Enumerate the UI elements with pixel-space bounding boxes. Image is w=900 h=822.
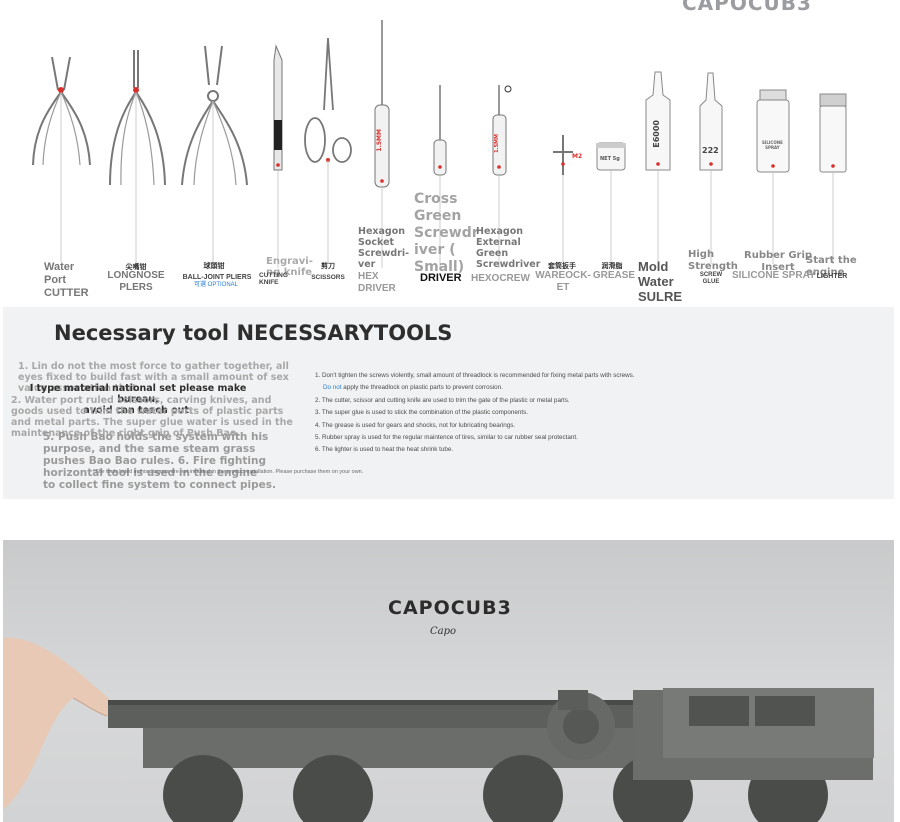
- spray-overlay: Rubber Grip Insert: [744, 250, 813, 273]
- hexo-driver-image: [492, 85, 512, 176]
- leader-lines: [60, 92, 834, 268]
- hex-overlay: Hexagon Socket Screwdri- ver: [358, 226, 410, 270]
- notes-list: 1. Don't tighten the screws violently, s…: [315, 370, 735, 457]
- ball-joint-optional-caption: 可選 OPTIONAL: [193, 282, 238, 288]
- tools-panel: CAPOCUB3: [0, 0, 900, 305]
- grease-cn-caption: 润滑脂: [601, 263, 623, 270]
- scissors-image: [304, 37, 352, 163]
- socket-wrench-image: [553, 135, 573, 175]
- product-hero-panel: CAPOCUB3 Capo: [3, 540, 894, 822]
- notes-title: Necessary tool NECESSARYTOOLS: [54, 321, 453, 345]
- note-item: 2. The cutter, scissor and cutting knife…: [315, 396, 570, 404]
- e6000-glue-image: [645, 71, 671, 171]
- label-ball-joint: BALL-JOINT PLIERS: [182, 274, 252, 281]
- hexo-driver-marking: 1.5MM: [494, 134, 500, 153]
- hex-driver-marking: 1.5MM: [376, 129, 383, 152]
- ball-joint-pliers-image: [181, 45, 248, 186]
- hexo-overlay: Hexagon External Green Screwdriver: [476, 226, 541, 270]
- note-item: 5. Rubber spray is used for the regular …: [315, 434, 578, 442]
- note-item: 3. The super glue is used to stick the c…: [315, 409, 529, 417]
- label-glue: Mold Water SULRE: [638, 259, 683, 304]
- lighter-overlay: Start the engine: [806, 255, 857, 278]
- notes-disclaimer: *The tools listed in this diagram are no…: [93, 469, 364, 475]
- hand-image: [3, 637, 118, 810]
- ball-joint-cn-caption: 球頭钳: [203, 263, 225, 270]
- grease-marking: NET 5g: [600, 156, 620, 162]
- label-scissors: SCISSORS: [311, 274, 345, 281]
- notes-overlay-3: 5. Push Bao holds the system with his pu…: [43, 431, 276, 491]
- knife-overlay: Engravi- ng knife: [266, 256, 313, 278]
- hex-driver-image: [374, 20, 390, 188]
- wrench-marking: M2: [572, 153, 583, 160]
- lighter-image: [819, 93, 847, 173]
- product-sub-logo: Capo: [430, 626, 457, 637]
- label-grease: GREASE: [592, 270, 636, 281]
- label-hex: HEX DRIVER: [358, 271, 396, 294]
- product-photo: [3, 637, 874, 822]
- screw-glue-overlay: High Strength: [688, 249, 738, 272]
- spray-marking: SILICONE SPRAY: [762, 140, 783, 150]
- cross-overlay: Cross Green Screwdr iver ( Small): [414, 191, 479, 275]
- notes-overlay-1: 1. Lin do not the most force to gather t…: [18, 361, 289, 394]
- label-knife: CUTTING KNIFE: [259, 272, 288, 286]
- note-item: Do not apply the threadlock on plastic p…: [323, 384, 503, 392]
- note-item: 6. The lighter is used to heat the heat …: [315, 446, 454, 454]
- product-brand-logo: CAPOCUB3: [388, 597, 512, 619]
- wrench-cn-caption: 套筒扳手: [548, 263, 576, 270]
- notes-panel: Necessary tool NECESSARYTOOLS 1. Lin do …: [3, 307, 894, 499]
- label-spray: SILICONE SPRAY: [732, 270, 816, 281]
- truck-chassis-image: [108, 700, 828, 822]
- longnose-pliers-image: [109, 50, 166, 186]
- note-item: 1. Don't tighten the screws violently, s…: [315, 372, 635, 379]
- scissors-cn-caption: 剪刀: [321, 263, 335, 270]
- note-item: 4. The grease is used for gears and shoc…: [315, 421, 516, 429]
- screw-glue-image: [699, 72, 723, 171]
- label-hexocrew: HEXOCREW: [471, 273, 530, 284]
- water-port-cutter-image: [32, 56, 91, 166]
- cross-driver-image: [433, 85, 447, 176]
- label-driver: DRIVER: [420, 272, 462, 284]
- label-wrench: WAREOCK- ET: [535, 270, 591, 293]
- brand-logo-top: CAPOCUB3: [682, 0, 812, 15]
- label-cutter: Water Port CUTTER: [44, 261, 89, 299]
- notes-overlay-dark: I type material national set please make…: [29, 383, 247, 416]
- cutting-knife-image: [273, 44, 283, 171]
- screw-glue-marking: 222: [702, 146, 719, 155]
- e6000-marking: E6000: [652, 120, 661, 148]
- truck-cab-image: [547, 688, 874, 780]
- label-longnose: LONGNOSE PLERS: [107, 270, 165, 293]
- tools-illustration: [32, 20, 847, 268]
- silicone-spray-image: [756, 89, 790, 173]
- notes-overlay-2: 2. Water port ruled scissors, carving kn…: [11, 395, 293, 439]
- label-screw-glue: SCREW GLUE: [699, 272, 723, 285]
- label-lighter: LIGHTER: [816, 273, 848, 280]
- longnose-cn-caption: 尖嘴钳: [125, 264, 147, 271]
